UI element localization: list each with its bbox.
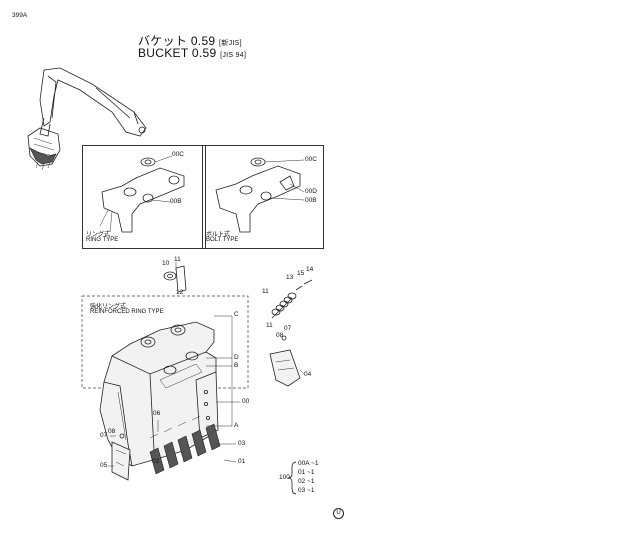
- title-jp-standard: [新JIS]: [219, 40, 242, 47]
- callout-08-right: 08: [276, 332, 284, 339]
- callout-d: D: [234, 354, 239, 361]
- title-jp: バケット 0.59 [新JIS]: [138, 32, 242, 49]
- bolt-type-label-jp: ボルト式: [206, 232, 231, 238]
- kit-row-4-qty: ~1: [307, 487, 315, 494]
- reinforced-label-en: REINFORCED RING TYPE: [90, 309, 164, 315]
- kit-row-3: 02 ~1: [298, 478, 314, 485]
- callout-02: 02: [152, 458, 160, 465]
- kit-row-1-code: 00A: [298, 460, 310, 467]
- callout-15: 15: [297, 270, 305, 277]
- bolt-type-label-en: BOLT TYPE: [206, 237, 239, 243]
- kit-row-3-qty: ~1: [307, 478, 315, 485]
- callout-b: B: [234, 362, 239, 369]
- callout-11-right-top: 11: [262, 288, 269, 295]
- kit-row-2-code: 01: [298, 469, 306, 476]
- title-en-standard: [JIS 94]: [220, 52, 247, 59]
- ring-label-00c: 00C: [172, 151, 184, 158]
- ring-type-box: [82, 145, 206, 249]
- callout-a: A: [234, 422, 239, 429]
- page-code: 399A: [12, 12, 28, 19]
- ring-type-label-jp: リング式: [86, 232, 111, 238]
- bolt-label-00b: 00B: [305, 197, 317, 204]
- callout-07-left: 07: [100, 432, 108, 439]
- callout-11: 11: [174, 256, 181, 263]
- callout-00: 00: [242, 398, 250, 405]
- kit-row-4-code: 03: [298, 487, 306, 494]
- title-jp-text: バケット 0.59: [138, 34, 216, 48]
- bolt-label-00c: 00C: [305, 156, 317, 163]
- ring-label-00b: 00B: [170, 198, 182, 205]
- callout-04: 04: [304, 371, 312, 378]
- reinforced-label-jp: 強化リング式: [90, 304, 127, 310]
- callout-13: 13: [286, 274, 294, 281]
- callout-10: 10: [162, 260, 170, 267]
- callout-03: 03: [238, 440, 246, 447]
- kit-row-2-qty: ~1: [307, 469, 315, 476]
- callout-01: 01: [238, 458, 246, 465]
- kit-row-1-qty: ~1: [311, 460, 319, 467]
- callout-06: 06: [153, 410, 161, 417]
- kit-row-4: 03 ~1: [298, 487, 314, 494]
- title-en-text: BUCKET 0.59: [138, 46, 217, 60]
- kit-row-2: 01 ~1: [298, 469, 314, 476]
- ring-type-label-en: RING TYPE: [86, 237, 119, 243]
- bolt-label-00d: 00D: [305, 188, 317, 195]
- kit-row-1: 00A ~1: [298, 460, 318, 467]
- callout-14: 14: [306, 266, 314, 273]
- kit-row-3-code: 02: [298, 478, 306, 485]
- callout-05: 05: [100, 462, 108, 469]
- callout-11-right-bottom: 11: [266, 322, 273, 329]
- bolt-type-box: [202, 145, 324, 249]
- callout-c: C: [234, 311, 239, 318]
- kit-main-number: 100: [279, 474, 290, 481]
- callout-08-left: 08: [108, 428, 116, 435]
- title-en: BUCKET 0.59 [JIS 94]: [138, 46, 246, 60]
- callout-07-right: 07: [284, 325, 292, 332]
- footer-mark: U: [333, 508, 344, 519]
- callout-12: 12: [176, 289, 184, 296]
